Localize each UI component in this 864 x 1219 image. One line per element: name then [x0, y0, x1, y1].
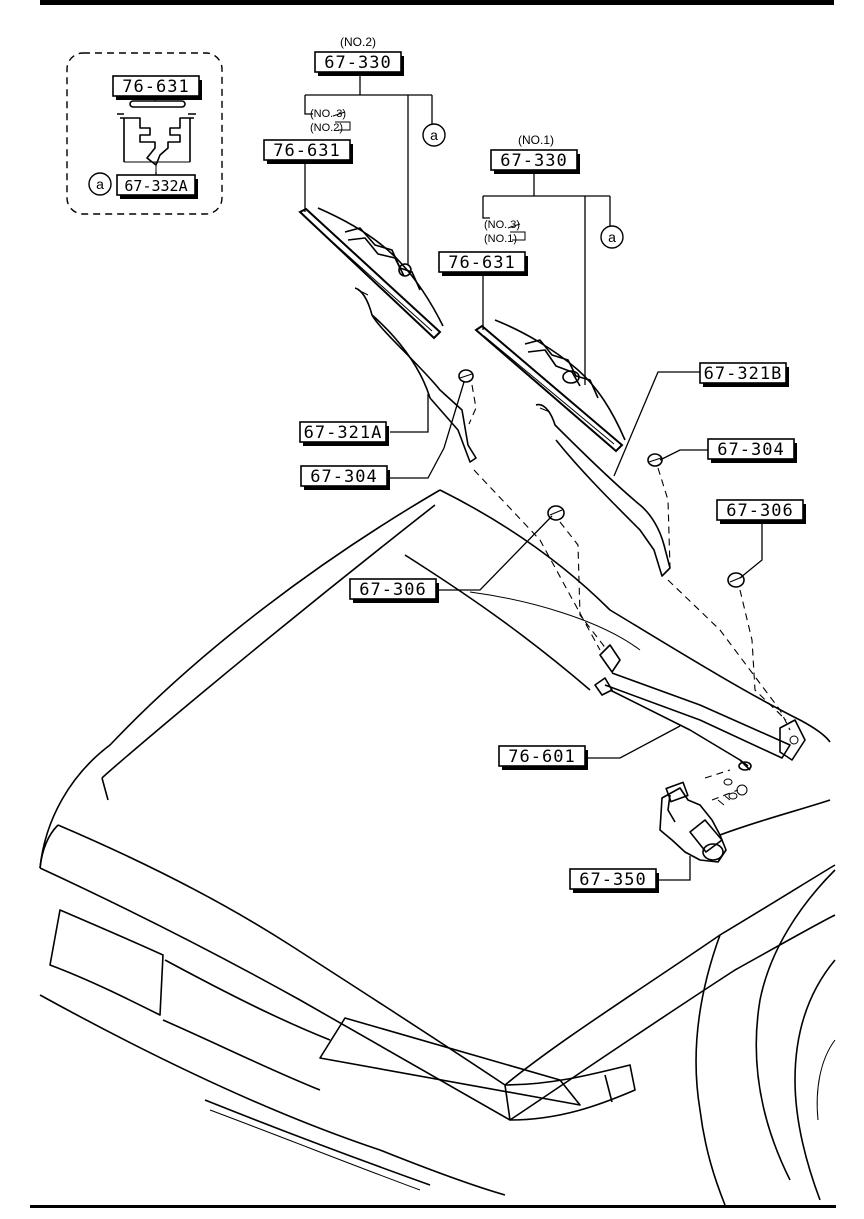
label-arm-a: 67-321A [299, 421, 389, 446]
svg-text:76-601: 76-601 [508, 747, 575, 767]
label-cap-b: 67-306 [716, 499, 806, 524]
dash-arm-b-pivot [667, 579, 791, 731]
note-no2-sub1: (NO. 3) [310, 108, 346, 120]
label-inset-bottom: 67-332A [116, 174, 198, 199]
svg-text:a: a [608, 229, 616, 245]
bottom-border [30, 1205, 836, 1208]
note-no1-sub2: (NO.1) [484, 233, 517, 245]
top-border [40, 0, 834, 5]
svg-text:67-304: 67-304 [717, 440, 784, 460]
svg-text:67-330: 67-330 [324, 53, 391, 73]
leader-lines [154, 76, 763, 881]
dash-nut-b [657, 467, 671, 569]
note-no2-top: (NO.2) [340, 35, 376, 49]
svg-text:a: a [430, 127, 438, 143]
svg-text:67-306: 67-306 [726, 501, 793, 521]
svg-text:67-306: 67-306 [359, 580, 426, 600]
dash-cap-b [739, 589, 787, 721]
marker-a-no1: a [600, 225, 624, 249]
nut-a [458, 369, 474, 383]
label-motor: 67-350 [569, 868, 659, 893]
wiper-blade-no1 [474, 319, 626, 453]
svg-text:67-350: 67-350 [579, 870, 646, 890]
label-nut-b: 67-304 [707, 438, 797, 463]
wiper-motor [659, 778, 748, 863]
label-refill-no1: 76-631 [438, 251, 528, 276]
cap-b [727, 572, 745, 588]
wiper-linkage [594, 644, 806, 771]
label-linkage: 76-601 [498, 745, 588, 770]
label-arm-b: 67-321B [699, 362, 789, 387]
wiper-blade-no2 [298, 207, 444, 340]
svg-text:67-304: 67-304 [310, 467, 377, 487]
svg-text:a: a [96, 176, 104, 192]
svg-text:67-321A: 67-321A [304, 423, 383, 443]
label-cap-a: 67-306 [349, 578, 439, 603]
car-body-outline [39, 489, 836, 1206]
dash-cap-a [559, 521, 608, 651]
wiper-arm-b [535, 403, 671, 577]
dash-arm-a-pivot [473, 469, 601, 651]
note-no1-sub1: (NO. 3) [484, 219, 520, 231]
dash-motor-2 [711, 789, 739, 801]
nut-b [647, 453, 663, 467]
dash-motor-1 [704, 769, 731, 779]
dash-nut-a [468, 384, 477, 425]
refill-inset [66, 52, 223, 215]
wiper-arm-a [354, 287, 477, 463]
label-nut-a: 67-304 [300, 465, 390, 490]
svg-text:76-631: 76-631 [122, 77, 189, 97]
marker-a-no2: a [422, 123, 446, 147]
label-refill-no2: 76-631 [263, 139, 353, 164]
marker-a-inset: a [88, 172, 112, 196]
svg-text:67-332A: 67-332A [124, 177, 187, 195]
note-no2-sub2: (NO.2) [310, 122, 343, 134]
svg-text:67-330: 67-330 [500, 151, 567, 171]
note-no1-top: (NO.1) [518, 133, 554, 147]
label-inset-top: 76-631 [112, 75, 202, 100]
cap-a [547, 505, 565, 521]
svg-text:76-631: 76-631 [448, 253, 515, 273]
svg-text:67-321B: 67-321B [704, 364, 783, 384]
label-blade-no2: 67-330 [314, 51, 404, 76]
label-blade-no1: 67-330 [490, 149, 580, 174]
svg-text:76-631: 76-631 [273, 141, 340, 161]
